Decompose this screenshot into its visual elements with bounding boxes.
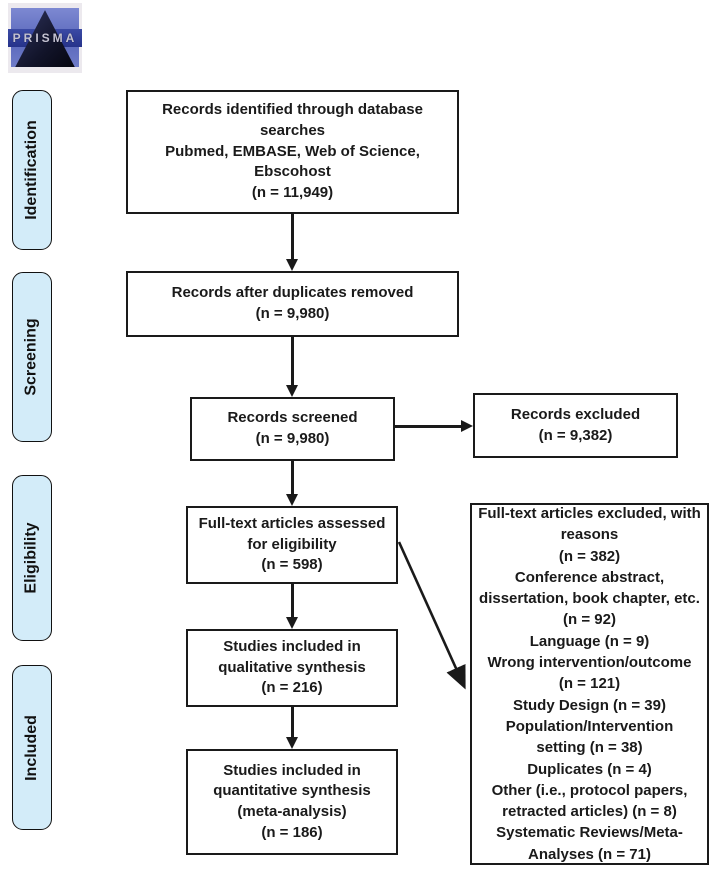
box-quantitative-synthesis: Studies included in quantitative synthes… — [186, 749, 398, 855]
stage-label-included: Included — [12, 665, 52, 830]
box-fulltext-excluded-reasons: Full-text articles excluded, with reason… — [470, 503, 709, 865]
arrow-fulltext-to-qualitative — [291, 584, 294, 619]
box-fulltext-assessed: Full-text articles assessed for eligibil… — [186, 506, 398, 584]
stage-label-text: Screening — [23, 318, 41, 396]
prisma-logo-icon: PRISMA — [8, 3, 82, 73]
logo-text: PRISMA — [12, 31, 78, 45]
arrowhead-right-icon — [461, 420, 473, 432]
arrow-qualitative-to-quantitative — [291, 707, 294, 739]
stage-label-screening: Screening — [12, 272, 52, 442]
arrowhead-down-icon — [286, 617, 298, 629]
box-records-screened: Records screened (n = 9,980) — [190, 397, 395, 461]
stage-label-eligibility: Eligibility — [12, 475, 52, 641]
arrow-screened-to-excluded — [395, 425, 462, 428]
box-duplicates-removed: Records after duplicates removed (n = 9,… — [126, 271, 459, 337]
arrowhead-down-icon — [286, 494, 298, 506]
arrowhead-down-icon — [286, 259, 298, 271]
stage-label-text: Eligibility — [23, 522, 40, 594]
box-records-excluded: Records excluded (n = 9,382) — [473, 393, 678, 458]
box-qualitative-synthesis: Studies included in qualitative synthesi… — [186, 629, 398, 707]
arrow-duplicates-to-screened — [291, 337, 294, 387]
arrow-identified-to-duplicates — [291, 214, 294, 260]
stage-label-text: Identification — [23, 120, 40, 220]
box-records-identified: Records identified through database sear… — [126, 90, 459, 214]
arrowhead-down-icon — [286, 385, 298, 397]
arrowhead-down-icon — [286, 737, 298, 749]
stage-label-identification: Identification — [12, 90, 52, 250]
arrow-screened-to-fulltext — [291, 461, 294, 496]
stage-label-text: Included — [23, 714, 40, 781]
